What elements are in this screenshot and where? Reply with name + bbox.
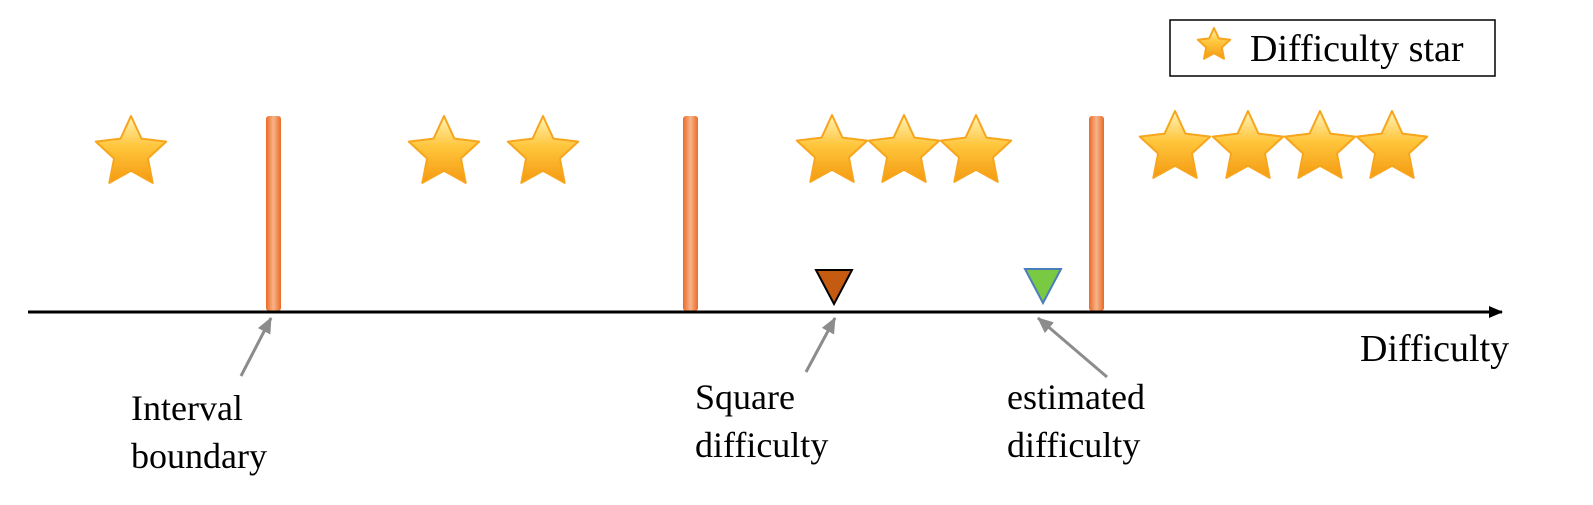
- star-icon: [506, 115, 580, 184]
- estimated-difficulty-pointer-arrow: [1037, 316, 1108, 379]
- interval-boundary-label-line-1: Interval: [131, 388, 243, 428]
- star-icon: [1138, 110, 1212, 179]
- interval-boundary-2: [683, 116, 698, 311]
- estimated-difficulty-label-line-1: estimated: [1007, 377, 1145, 417]
- legend: Difficulty star: [1169, 19, 1496, 77]
- interval-boundary-1: [266, 116, 281, 311]
- square-difficulty-label: Square difficulty: [695, 377, 828, 465]
- legend-label: Difficulty star: [1250, 28, 1464, 70]
- interval-boundary-3: [1089, 116, 1104, 311]
- star-icon: [867, 114, 941, 183]
- square-difficulty-pointer-arrow: [804, 317, 837, 373]
- legend-star-shape: [1196, 27, 1232, 60]
- difficulty-stars: [94, 110, 1429, 184]
- interval-boundaries: [266, 116, 1104, 311]
- interval-boundary-label-line-2: boundary: [131, 436, 267, 476]
- axis-label: Difficulty: [1360, 328, 1509, 370]
- legend-box: [1169, 19, 1496, 77]
- estimated-difficulty-label: estimated difficulty: [1007, 377, 1145, 465]
- star-icon: [94, 115, 168, 184]
- interval-boundary-label: Interval boundary: [131, 388, 267, 476]
- square-difficulty-label-line-1: Square: [695, 377, 795, 417]
- star-group-3: [795, 114, 1013, 183]
- star-icon: [1355, 110, 1429, 179]
- star-icon: [1211, 110, 1285, 179]
- square-difficulty-label-line-2: difficulty: [695, 425, 828, 465]
- star-icon: [407, 115, 481, 184]
- square-difficulty-marker: [814, 269, 854, 307]
- star-icon: [939, 114, 1013, 183]
- star-group-1: [94, 115, 168, 184]
- star-icon: [1196, 27, 1232, 60]
- interval-boundary-pointer-arrow: [239, 317, 273, 377]
- star-group-2: [407, 115, 580, 184]
- estimated-difficulty-marker: [1023, 268, 1063, 306]
- star-icon: [795, 114, 869, 183]
- estimated-difficulty-label-line-2: difficulty: [1007, 425, 1140, 465]
- star-group-4: [1138, 110, 1429, 179]
- star-icon: [1283, 110, 1357, 179]
